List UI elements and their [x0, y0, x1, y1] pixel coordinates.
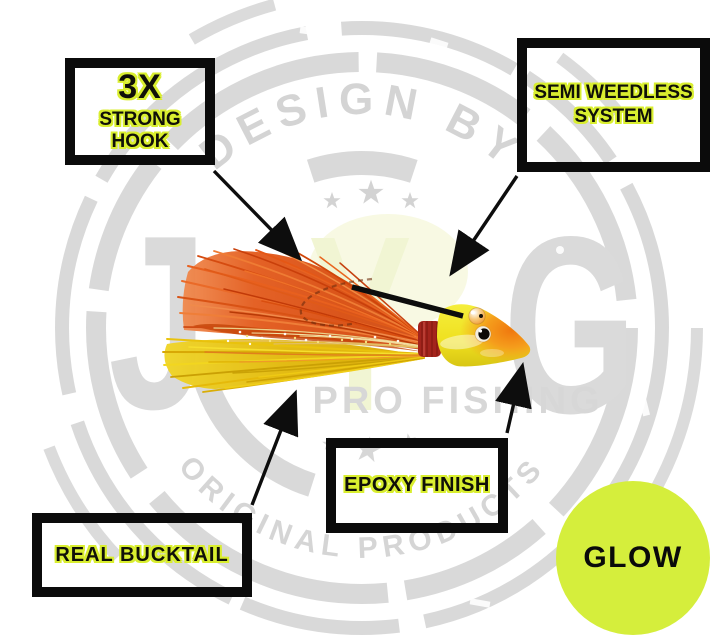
real-bucktail-label: REAL BUCKTAIL — [55, 543, 229, 566]
grunge-speckles — [118, 26, 651, 608]
inner-ring — [185, 151, 539, 505]
hook-bend-outline — [299, 277, 373, 327]
epoxy-finish-label: EPOXY FINISH — [344, 474, 490, 496]
weed-guard-pointer-line — [351, 284, 464, 319]
stamp-ring-2 — [86, 52, 638, 604]
callout-semi-weedless: SEMI WEEDLESS SYSTEM — [517, 38, 710, 172]
arrow-semi-weedless — [449, 175, 519, 277]
jig-head — [437, 304, 531, 367]
semi-weedless-label-line1: SEMI WEEDLESS — [534, 82, 693, 104]
bucktail-hair — [162, 248, 425, 393]
tinsel-flash — [213, 327, 423, 349]
outer-ring — [21, 0, 703, 643]
strong-hook-multiplier: 3X — [118, 68, 162, 106]
orange-strands — [177, 248, 425, 347]
glow-badge: GLOW — [556, 481, 710, 635]
brand-letter-g: G — [503, 184, 636, 466]
arrow-strong-hook — [212, 169, 303, 262]
head-gloss — [440, 334, 484, 350]
arrow-real-bucktail — [250, 389, 299, 506]
semi-weedless-label-line2: SYSTEM — [574, 106, 653, 127]
arrow-epoxy-finish — [495, 362, 532, 434]
thread-wrap — [418, 321, 441, 357]
lure-image — [162, 248, 531, 393]
callout-strong-hook: 3X STRONG HOOK — [65, 58, 215, 165]
strong-hook-label: STRONG HOOK — [99, 109, 181, 152]
sparkles — [226, 330, 400, 346]
stamp-ring — [55, 21, 669, 635]
callout-real-bucktail: REAL BUCKTAIL — [32, 513, 252, 597]
callout-epoxy-finish: EPOXY FINISH — [326, 438, 508, 533]
yellow-strands — [162, 338, 425, 393]
watermark-subtitle: PRO FISHING — [312, 380, 603, 422]
glow-badge-label: GLOW — [583, 541, 683, 574]
callout-arrows — [212, 169, 532, 506]
